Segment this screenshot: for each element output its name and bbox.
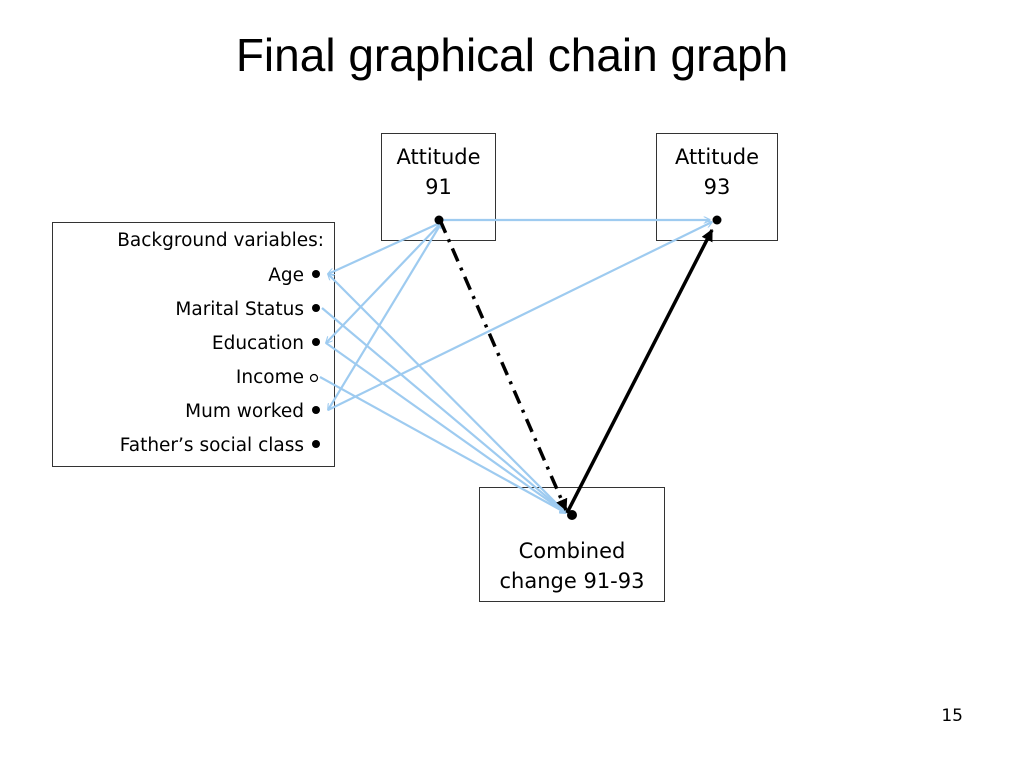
page-number: 15 bbox=[941, 706, 963, 726]
edge-combined-to-attitude-93 bbox=[565, 228, 714, 514]
combined-change-label-line1: Combined bbox=[518, 539, 626, 563]
age-dot bbox=[312, 270, 320, 278]
combined-change-dot bbox=[567, 510, 577, 520]
variable-fathers-social-class-label: Father’s social class bbox=[119, 435, 304, 456]
edge-mum-worked-to-attitude-91 bbox=[328, 222, 442, 410]
slide-title: Final graphical chain graph bbox=[235, 29, 789, 81]
edge-education-to-attitude-91 bbox=[326, 222, 442, 343]
variable-income-label: Income bbox=[235, 367, 304, 388]
education-dot bbox=[312, 338, 320, 346]
attitude-91-label-line2: 91 bbox=[425, 175, 452, 199]
variable-marital-status-label: Marital Status bbox=[175, 299, 304, 320]
variable-education-label: Education bbox=[211, 333, 304, 354]
combined-change-label-line2: change 91-93 bbox=[499, 569, 645, 593]
edge-attitude-91-to-combined-dashdot bbox=[438, 219, 568, 512]
marital-status-dot bbox=[312, 304, 320, 312]
background-variables-box: Background variables: Age Marital Status… bbox=[52, 222, 335, 467]
attitude-93-dot bbox=[712, 215, 722, 225]
background-variables-heading: Background variables: bbox=[117, 230, 324, 251]
attitude-91-label-line1: Attitude bbox=[396, 145, 481, 169]
mum-worked-dot bbox=[312, 406, 320, 414]
edge-income-to-combined bbox=[319, 376, 566, 514]
income-open-dot bbox=[309, 373, 319, 383]
attitude-93-label-line2: 93 bbox=[703, 175, 731, 199]
attitude-93-label-line1: Attitude bbox=[674, 145, 760, 169]
edge-age-to-attitude-91 bbox=[328, 222, 442, 274]
fathers-social-class-dot bbox=[312, 440, 320, 448]
edge-marital-to-combined bbox=[321, 307, 566, 513]
edge-mum-worked-to-attitude-93 bbox=[327, 221, 712, 411]
attitude-91-dot bbox=[434, 215, 444, 225]
variable-age-label: Age bbox=[268, 265, 304, 286]
variable-mum-worked-label: Mum worked bbox=[185, 401, 304, 422]
